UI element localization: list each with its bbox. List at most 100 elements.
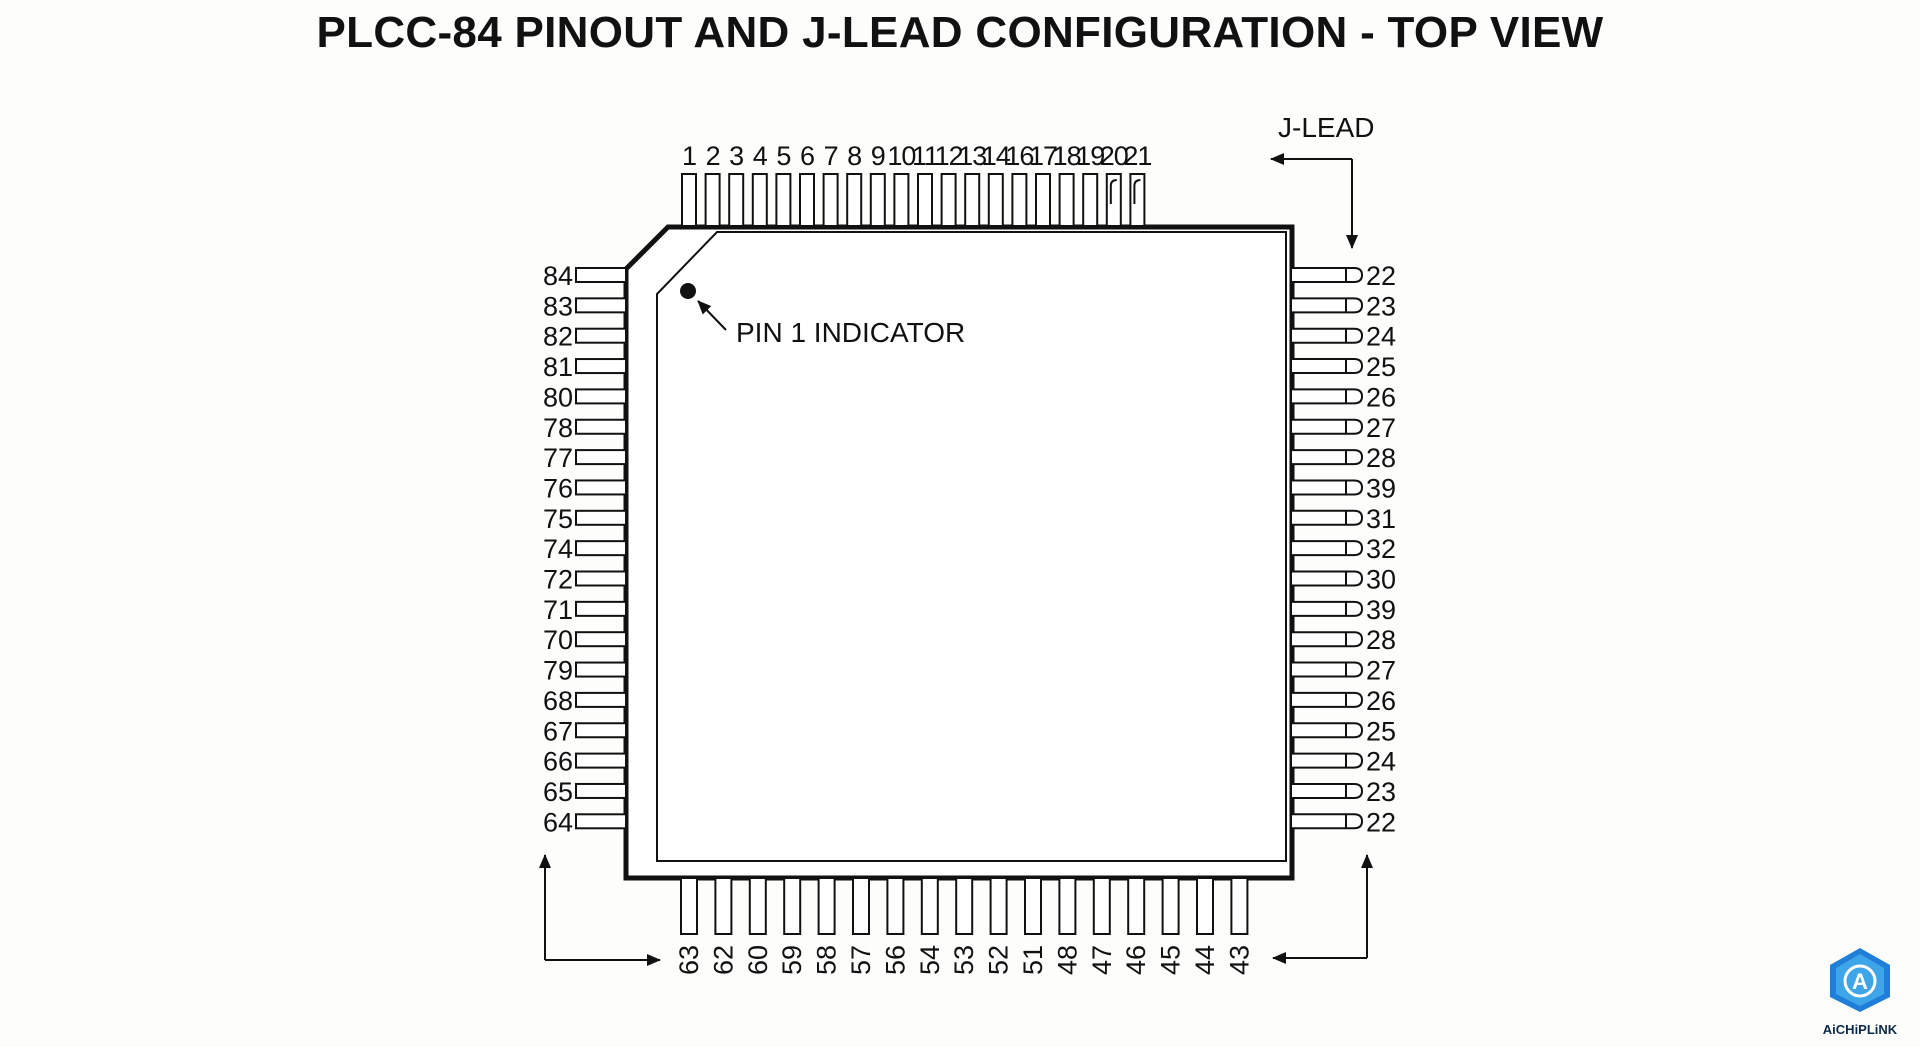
pin-lead-right-28 (1292, 449, 1364, 466)
pin-label-right-27: 27 (1366, 656, 1396, 686)
pin-lead-bottom-54 (920, 877, 939, 935)
pin-lead-left-67 (575, 722, 627, 739)
pin-label-top-12: 12 (935, 141, 963, 171)
pin-lead-right-26 (1292, 691, 1364, 708)
aichiplink-logo-icon: A (1830, 948, 1890, 1012)
pin-lead-top-17 (1035, 173, 1051, 227)
pin1-indicator-dot (680, 283, 696, 299)
pin-label-bottom-46: 46 (1121, 945, 1151, 975)
pin-lead-left-71 (575, 600, 627, 617)
pin-label-right-23: 23 (1366, 291, 1396, 321)
pin-label-bottom-52: 52 (984, 945, 1014, 975)
pin-lead-right-27 (1292, 661, 1364, 678)
pin-label-bottom-53: 53 (949, 945, 979, 975)
aichiplink-logo-text: AiCHiPLiNK (1822, 1022, 1898, 1037)
pin-lead-bottom-56 (886, 877, 905, 935)
pin-lead-top-20 (1105, 173, 1122, 227)
pin-label-left-78: 78 (543, 413, 573, 443)
pin-lead-left-74 (575, 540, 627, 557)
pin-label-right-25: 25 (1366, 716, 1396, 746)
pin-lead-right-28 (1292, 631, 1364, 648)
pin-label-top-13: 13 (958, 141, 986, 171)
pin-label-left-84: 84 (543, 261, 573, 291)
pin-lead-bottom-59 (783, 877, 802, 935)
pin-label-right-27: 27 (1366, 413, 1396, 443)
pin-label-right-26: 26 (1366, 686, 1396, 716)
pin-lead-right-26 (1292, 388, 1364, 405)
pin-label-bottom-44: 44 (1190, 945, 1220, 975)
pin-label-left-64: 64 (543, 807, 573, 837)
pin-lead-left-70 (575, 631, 627, 648)
pin-lead-bottom-52 (989, 877, 1008, 935)
pin-label-left-83: 83 (543, 291, 573, 321)
pin-lead-left-68 (575, 691, 627, 708)
pin-label-bottom-48: 48 (1052, 945, 1082, 975)
pin-lead-right-32 (1292, 540, 1364, 557)
pin-lead-bottom-44 (1196, 877, 1214, 935)
pin1-indicator-arrow (697, 300, 727, 331)
pin-label-top-1: 1 (682, 141, 696, 171)
aichiplink-logo: A AiCHiPLiNK (1805, 945, 1915, 1037)
pin-lead-right-22 (1292, 267, 1364, 283)
pin-label-left-77: 77 (543, 443, 573, 473)
pin-label-right-28: 28 (1366, 443, 1396, 473)
pin-label-right-23: 23 (1366, 777, 1396, 807)
pin-label-right-31: 31 (1366, 504, 1396, 534)
pin-lead-top-19 (1082, 173, 1099, 227)
pin-lead-top-16 (1011, 173, 1028, 227)
pin-lead-left-80 (575, 388, 627, 405)
pin-lead-left-75 (575, 509, 627, 526)
pin-label-left-80: 80 (543, 382, 573, 412)
pin-lead-left-84 (575, 267, 627, 283)
pin-lead-left-72 (575, 570, 627, 587)
pin-lead-bottom-48 (1058, 877, 1077, 935)
pin-lead-right-27 (1292, 418, 1364, 435)
pin-lead-bottom-53 (955, 877, 974, 935)
pin-lead-top-13 (964, 173, 981, 227)
pin-label-top-2: 2 (706, 141, 720, 171)
pin-lead-right-25 (1292, 358, 1364, 375)
pin-lead-top-2 (704, 173, 721, 227)
pin-label-top-20: 20 (1100, 141, 1128, 171)
pin-lead-top-12 (940, 173, 957, 227)
pin-lead-bottom-51 (1024, 877, 1042, 935)
pin-lead-right-31 (1292, 509, 1364, 526)
pin-lead-left-65 (575, 782, 627, 799)
pin-label-left-82: 82 (543, 322, 573, 352)
pin-lead-bottom-45 (1161, 877, 1180, 935)
j-lead-curve-20 (1109, 179, 1117, 204)
pin-label-left-65: 65 (543, 777, 573, 807)
pin-lead-top-6 (799, 173, 815, 227)
pin-lead-bottom-60 (748, 877, 767, 935)
pin-label-bottom-63: 63 (674, 945, 704, 975)
pin-lead-right-39 (1292, 479, 1364, 496)
pin-label-top-18: 18 (1053, 141, 1081, 171)
pin-label-right-30: 30 (1366, 565, 1396, 595)
pin-lead-bottom-47 (1092, 877, 1111, 935)
pin-label-top-9: 9 (871, 141, 885, 171)
pin-label-top-11: 11 (912, 141, 938, 171)
chip-body-inner-outline (656, 231, 1287, 862)
pin-lead-right-24 (1292, 327, 1364, 344)
pin-label-bottom-62: 62 (708, 945, 738, 975)
pin-label-bottom-56: 56 (880, 945, 910, 975)
pin-label-left-70: 70 (543, 625, 573, 655)
pin-lead-top-8 (846, 173, 863, 227)
pin-label-left-66: 66 (543, 747, 573, 777)
pin-label-left-68: 68 (543, 686, 573, 716)
pin-label-left-74: 74 (543, 534, 573, 564)
pin-lead-top-18 (1058, 173, 1075, 227)
pin-label-top-21: 21 (1123, 141, 1151, 171)
pin-lead-left-77 (575, 449, 627, 466)
pin-label-right-24: 24 (1366, 747, 1396, 777)
pin-lead-top-5 (775, 173, 792, 227)
pin-lead-top-3 (728, 173, 745, 227)
pin-lead-top-14 (987, 173, 1004, 227)
pin-lead-right-23 (1292, 297, 1364, 314)
pin-label-right-32: 32 (1366, 534, 1396, 564)
pin-lead-bottom-58 (817, 877, 836, 935)
pin-label-bottom-60: 60 (743, 945, 773, 975)
pin-label-top-5: 5 (776, 141, 790, 171)
pin-label-right-22: 22 (1366, 261, 1396, 291)
